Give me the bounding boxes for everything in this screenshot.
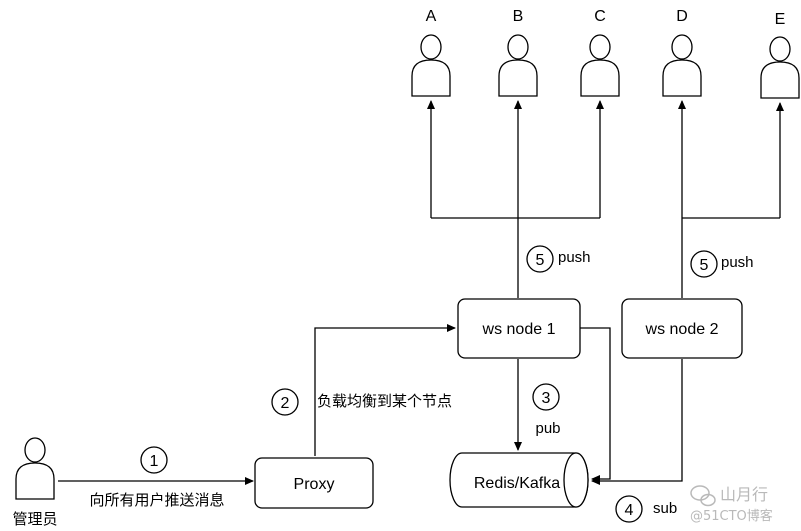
user-label-e: E <box>775 11 786 28</box>
step-5-number-ws2: 5 <box>700 257 709 274</box>
user-label-c: C <box>594 8 606 25</box>
arrow-ws2-to-queue <box>591 359 683 485</box>
user-icon-d <box>662 34 702 97</box>
step-2-number: 2 <box>281 395 290 412</box>
proxy-node: Proxy <box>254 457 374 509</box>
user-icon-c <box>580 34 620 97</box>
step-1-number: 1 <box>150 453 159 470</box>
wechat-logo-icon <box>690 485 716 507</box>
step-2-marker: 2 <box>271 388 299 416</box>
user-label-d: D <box>676 8 688 25</box>
step-5-marker-ws2: 5 <box>690 250 718 278</box>
message-queue-node <box>449 452 589 508</box>
step-4-text: sub <box>653 500 677 517</box>
step-1-text: 向所有用户推送消息 <box>89 491 224 509</box>
ws-node-2: ws node 2 <box>621 298 743 359</box>
step-4-number: 4 <box>625 502 634 519</box>
user-icon-a <box>411 34 451 97</box>
step-4-marker: 4 <box>615 495 643 523</box>
step-5-text-ws2: push <box>721 254 754 271</box>
admin-label: 管理员 <box>12 510 57 528</box>
watermark-name: 山月行 <box>720 485 768 504</box>
message-queue-label: Redis/Kafka <box>474 475 560 492</box>
admin-user-icon <box>15 437 55 500</box>
step-1-marker: 1 <box>140 446 168 474</box>
step-3-marker: 3 <box>532 383 560 411</box>
arrow-ws1-to-queue-side <box>580 327 611 483</box>
step-5-text-ws1: push <box>558 249 591 266</box>
user-icon-e <box>760 36 800 99</box>
user-label-b: B <box>513 8 524 25</box>
ws-node-2-label: ws node 2 <box>645 321 719 338</box>
step-5-marker-ws1: 5 <box>526 245 554 273</box>
step-2-text: 负载均衡到某个节点 <box>317 392 452 410</box>
user-label-a: A <box>426 8 437 25</box>
step-3-number: 3 <box>542 390 551 407</box>
arrow-proxy-to-ws1 <box>314 324 456 456</box>
step-5-number-ws1: 5 <box>536 252 545 269</box>
step-3-text: pub <box>535 420 560 437</box>
ws-node-1: ws node 1 <box>457 298 581 359</box>
ws-node-1-label: ws node 1 <box>482 321 556 338</box>
watermark-site: @51CTO博客 <box>690 508 773 524</box>
proxy-label: Proxy <box>294 476 335 493</box>
user-icon-b <box>498 34 538 97</box>
